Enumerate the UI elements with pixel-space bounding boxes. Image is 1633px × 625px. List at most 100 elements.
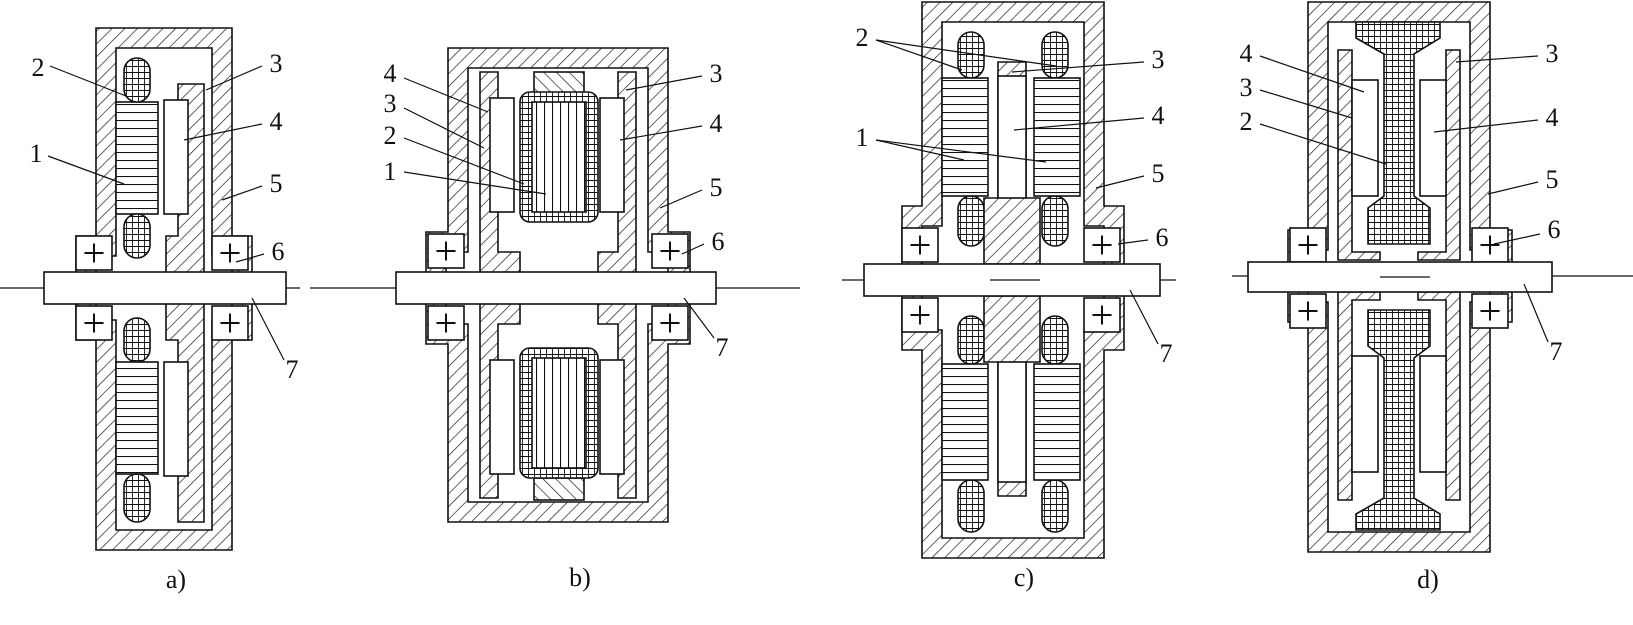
leader-line xyxy=(183,123,263,141)
stator-hub-top xyxy=(533,71,585,95)
shaft xyxy=(1247,261,1553,293)
figure-caption: b) xyxy=(569,563,591,592)
leader-line xyxy=(47,155,125,185)
figure-caption: a) xyxy=(166,565,186,594)
winding-left-bottom-lower xyxy=(957,479,985,533)
part-label: 7 xyxy=(1550,337,1563,366)
stator-core-top xyxy=(531,101,587,213)
winding-bottom xyxy=(1355,309,1441,531)
part-label: 3 xyxy=(270,49,283,78)
winding-left-top-lower xyxy=(957,195,985,247)
winding-bottom-upper xyxy=(123,317,151,363)
leader-line xyxy=(659,189,703,209)
part-label: 7 xyxy=(286,355,299,384)
leader-line xyxy=(235,253,265,263)
part-label: 1 xyxy=(856,123,869,152)
winding-top-lower xyxy=(123,213,151,259)
figure-caption: d) xyxy=(1417,565,1439,594)
part-label: 4 xyxy=(384,59,397,88)
part-label: 4 xyxy=(1152,101,1165,130)
part-label: 2 xyxy=(32,53,45,82)
leader-line xyxy=(1487,181,1539,195)
winding-top-upper xyxy=(123,57,151,103)
stator-hub-bottom xyxy=(533,477,585,501)
leader-line xyxy=(49,65,127,97)
winding-right-bottom-lower xyxy=(1041,479,1069,533)
winding-top xyxy=(1355,21,1441,245)
magnet-right-top xyxy=(1419,79,1447,197)
part-label: 6 xyxy=(1548,215,1561,244)
leader-line xyxy=(205,65,263,91)
leader-line xyxy=(683,297,715,339)
magnet-right-top xyxy=(599,97,625,213)
leader-line xyxy=(1523,283,1549,343)
magnet-bottom xyxy=(163,361,189,477)
figure-caption: c) xyxy=(1014,563,1034,592)
rotor-left-top xyxy=(1337,49,1381,261)
leader-line-2b xyxy=(875,39,1057,67)
winding-bottom-lower xyxy=(123,473,151,523)
magnet-right-bottom xyxy=(1419,355,1447,473)
part-label: 1 xyxy=(384,157,397,186)
leader-line xyxy=(625,75,703,91)
magnet-left-bottom xyxy=(1351,355,1379,473)
rotor-right-top xyxy=(1417,49,1461,261)
part-label: 6 xyxy=(1156,223,1169,252)
winding-right-top-upper xyxy=(1041,31,1069,79)
part-label: 3 xyxy=(710,59,723,88)
stator-core-right-bottom xyxy=(1033,363,1081,481)
magnet-left-top xyxy=(1351,79,1379,197)
figure-a: 2 3 1 4 5 6 7 a) xyxy=(0,27,300,594)
leader-line xyxy=(1117,239,1149,245)
part-label: 5 xyxy=(1152,159,1165,188)
part-label: 3 xyxy=(384,89,397,118)
part-label: 6 xyxy=(712,227,725,256)
stator-core-bottom xyxy=(531,357,587,469)
part-label: 7 xyxy=(1160,339,1173,368)
part-label: 3 xyxy=(1240,73,1253,102)
part-label: 4 xyxy=(1546,103,1559,132)
part-label: 4 xyxy=(270,107,283,136)
stator-core-top xyxy=(115,101,159,215)
leader-line xyxy=(251,297,285,361)
leader-line xyxy=(221,185,263,201)
magnet-right-bottom xyxy=(599,359,625,475)
leader-line xyxy=(403,107,485,149)
leader-line xyxy=(1259,123,1387,165)
magnet-top xyxy=(997,75,1027,199)
part-label: 3 xyxy=(1546,39,1559,68)
magnet-left-top xyxy=(489,97,515,213)
leader-line xyxy=(1095,175,1145,189)
part-label: 5 xyxy=(1546,165,1559,194)
stator-core-right-top xyxy=(1033,77,1081,197)
part-label: 2 xyxy=(384,121,397,150)
part-label: 6 xyxy=(272,237,285,266)
bearing-top-left xyxy=(1289,227,1327,263)
part-label: 1 xyxy=(30,139,43,168)
leader-line xyxy=(1433,119,1539,133)
winding-right-top-lower xyxy=(1041,195,1069,247)
part-label: 4 xyxy=(1240,39,1253,68)
magnet-left-bottom xyxy=(489,359,515,475)
leader-line xyxy=(1013,117,1145,131)
leader-line xyxy=(619,125,703,141)
part-label: 2 xyxy=(856,23,869,52)
magnet-top xyxy=(163,99,189,215)
leader-line xyxy=(1011,61,1145,73)
stator-core-left-bottom xyxy=(941,363,989,481)
leader-line xyxy=(875,39,963,71)
leader-line xyxy=(875,139,965,161)
shaft xyxy=(395,271,717,305)
stator-core-left-top xyxy=(941,77,989,197)
magnet-bottom xyxy=(997,361,1027,483)
bearing-bottom-left xyxy=(75,305,113,341)
leader-line xyxy=(1493,233,1541,245)
stator-core-bottom xyxy=(115,361,159,475)
part-label: 5 xyxy=(270,169,283,198)
part-label: 7 xyxy=(716,333,729,362)
